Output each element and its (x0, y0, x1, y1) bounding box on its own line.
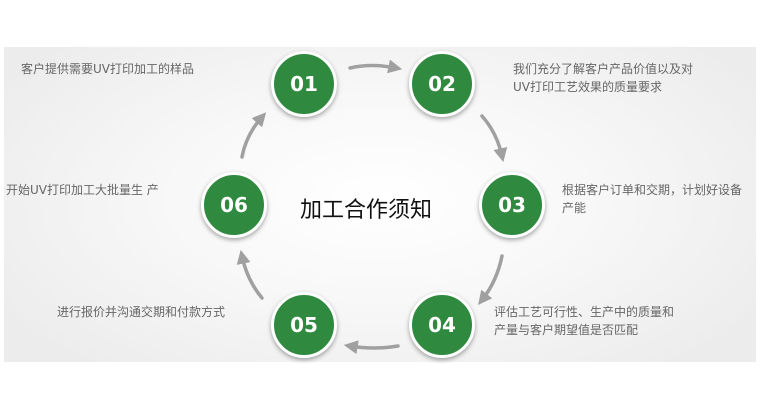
step-06-description: 开始UV打印加工大批量生 产 (6, 183, 159, 197)
arrow-02-to-03 (480, 114, 508, 163)
diagram-background (4, 47, 756, 362)
step-01-number: 01 (290, 72, 318, 96)
step-03-circle: 03 (479, 172, 545, 238)
step-02-circle: 02 (409, 51, 475, 117)
step-06-circle: 06 (201, 172, 267, 238)
arrow-03-to-04 (478, 254, 504, 305)
step-02-number: 02 (428, 72, 456, 96)
arrow-04-to-05 (343, 340, 400, 355)
arrow-01-to-02 (348, 59, 403, 74)
step-05-circle: 05 (271, 292, 337, 358)
step-01-description: 客户提供需要UV打印加工的样品 (21, 62, 194, 76)
arrow-06-to-01 (240, 112, 267, 159)
step-02-description: 我们充分了解客户产品价值以及对 UV打印工艺效果的质量要求 (513, 62, 694, 94)
diagram-title: 加工合作须知 (300, 198, 433, 223)
step-05-number: 05 (290, 313, 318, 337)
step-04-circle: 04 (409, 292, 475, 358)
step-04-description: 评估工艺可行性、生产中的质量和 产量与客户期望值是否匹配 (494, 305, 675, 337)
step-04-number: 04 (428, 313, 456, 337)
step-03-description: 根据客户订单和交期，计划好设备 产能 (562, 183, 743, 215)
step-05-description: 进行报价并沟通交期和付款方式 (57, 305, 226, 319)
step-06-number: 06 (220, 193, 248, 217)
step-03-number: 03 (498, 193, 526, 217)
step-01-circle: 01 (271, 51, 337, 117)
arrow-05-to-06 (236, 249, 264, 300)
